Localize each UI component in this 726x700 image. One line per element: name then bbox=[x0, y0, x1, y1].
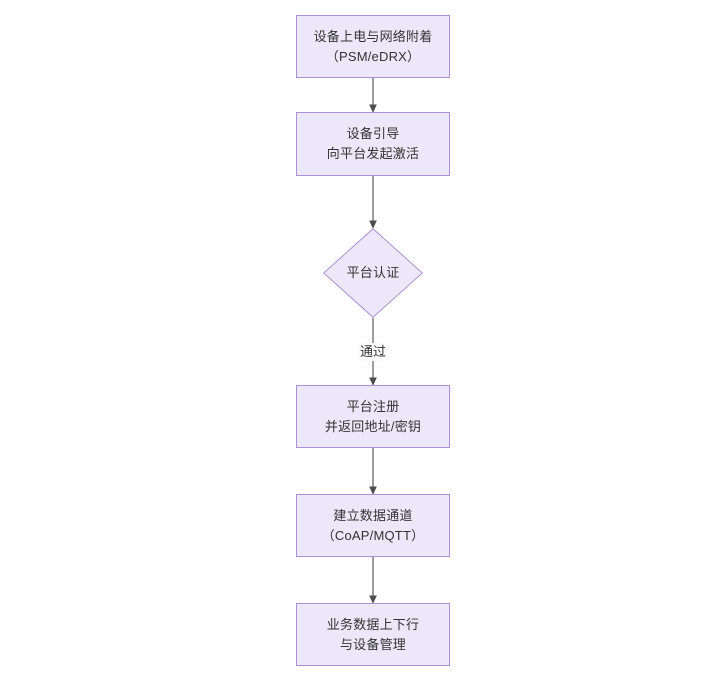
flow-node-text-line: 与设备管理 bbox=[339, 636, 406, 652]
flow-node-n6[interactable]: 业务数据上下行与设备管理 bbox=[296, 603, 450, 666]
flow-node-text-line: 向平台发起激活 bbox=[326, 146, 420, 161]
flow-node-label: 平台认证 bbox=[347, 263, 400, 283]
flow-node-text-line: 设备引导 bbox=[346, 126, 400, 141]
flow-node-label: 建立数据通道 （CoAP/MQTT） bbox=[322, 506, 425, 546]
flow-node-text-line: 并返回地址/密钥 bbox=[324, 418, 422, 434]
flow-node-text-line: 业务数据上下行 bbox=[326, 616, 420, 632]
flow-node-n1[interactable]: 设备上电与网络附着 （PSM/eDRX） bbox=[296, 15, 450, 78]
flow-node-text-line: （CoAP/MQTT） bbox=[321, 527, 425, 543]
flow-node-text-line: 建立数据通道 bbox=[333, 507, 413, 523]
flow-node-text-line: （PSM/eDRX） bbox=[325, 48, 421, 64]
flow-node-text-line: 平台注册 bbox=[346, 398, 400, 414]
flow-node-n2[interactable]: 设备引导向平台发起激活 bbox=[296, 112, 450, 176]
flow-node-text-line: 设备上电与网络附着 bbox=[313, 28, 433, 44]
flow-node-text-line: 平台认证 bbox=[346, 265, 400, 280]
flow-node-label: 设备上电与网络附着 （PSM/eDRX） bbox=[314, 27, 433, 67]
decision-diamond-shape bbox=[323, 228, 423, 318]
flow-node-n5[interactable]: 建立数据通道 （CoAP/MQTT） bbox=[296, 494, 450, 557]
flow-node-label: 平台注册并返回地址/密钥 bbox=[325, 397, 421, 437]
flow-node-n4[interactable]: 平台注册并返回地址/密钥 bbox=[296, 385, 450, 448]
edge-label: 通过 bbox=[356, 343, 390, 361]
flow-node-n3[interactable]: 平台认证 bbox=[323, 228, 423, 318]
flow-node-label: 设备引导向平台发起激活 bbox=[327, 124, 419, 164]
flow-node-label: 业务数据上下行与设备管理 bbox=[327, 615, 419, 655]
